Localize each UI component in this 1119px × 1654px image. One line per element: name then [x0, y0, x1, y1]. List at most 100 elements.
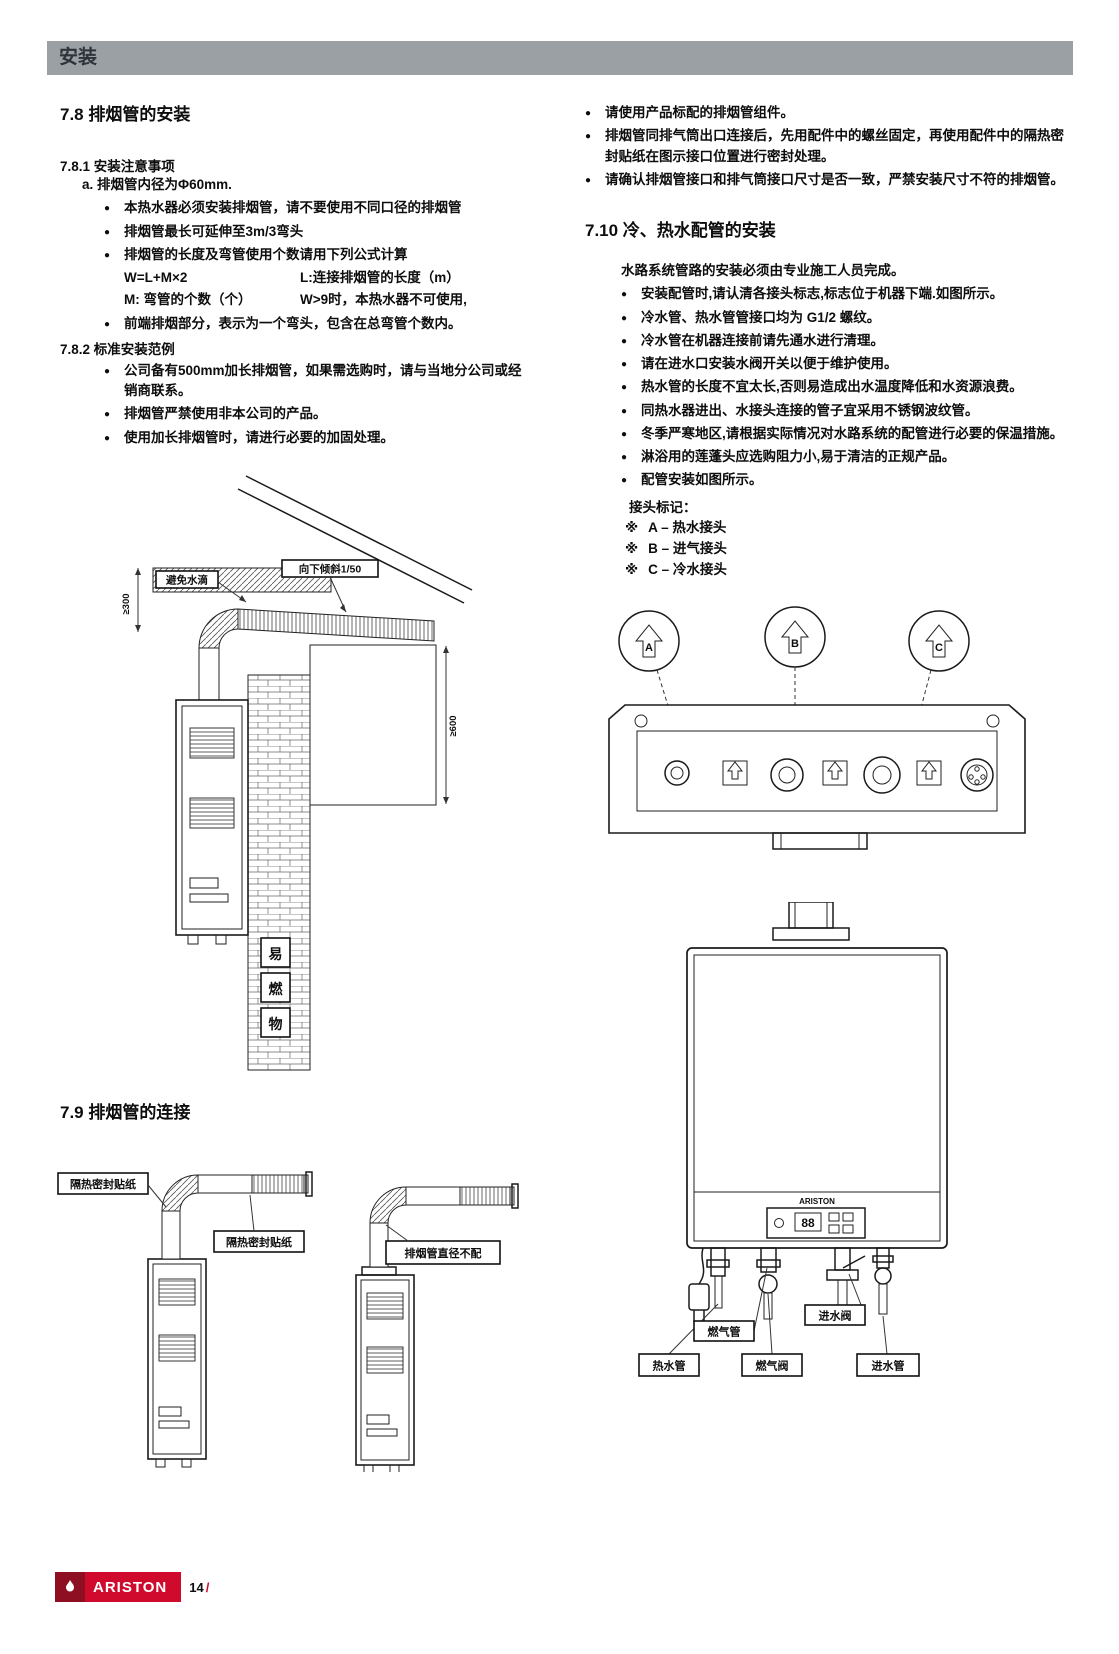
flue-stub: [788, 901, 834, 929]
list-item: ● 淋浴用的莲蓬头应选购阻力小,易于清洁的正规产品。: [585, 447, 1077, 467]
hot-water-fitting: [706, 1247, 730, 1309]
mark-line: ※ B – 进气接头: [585, 539, 1077, 560]
heater-grille: [366, 1346, 404, 1374]
list-item: ● 热水管的长度不宜太长,否则易造成出水温度降低和水资源浪费。: [585, 377, 1077, 397]
left-column: 7.8 排烟管的安装 7.8.1 安装注意事项 a. 排烟管内径为Φ60mm. …: [57, 100, 525, 1472]
heater-grille-2: [189, 797, 235, 829]
inlet-valve-label-box: [804, 1304, 866, 1326]
bullet-icon: ●: [621, 382, 628, 394]
list-item-text: 排烟管同排气筒出口连接后，先用配件中的螺丝固定，再使用配件中的隔热密封贴纸在图示…: [605, 128, 1064, 164]
fitting-center-inner: [778, 766, 796, 784]
vertical-flue: [161, 1210, 181, 1260]
port-c-letter: C: [935, 642, 943, 654]
list-item: ● 安装配管时,请认清各接头标志,标志位于机器下端.如图所示。: [585, 284, 1077, 304]
flue-connection-drawing: 隔热密封贴纸 隔热密封贴纸: [57, 1171, 519, 1472]
list-item-text: 配管安装如图所示。: [641, 472, 763, 488]
bullet-icon: ●: [585, 131, 592, 143]
port-b-letter: B: [791, 638, 799, 650]
section-header-bar: 安装: [47, 41, 1073, 75]
list-item-text: 安装配管时,请认清各接头标志,标志位于机器下端.如图所示。: [641, 286, 1004, 302]
page-number-slash: /: [205, 1579, 210, 1595]
bullet-icon: ●: [104, 365, 111, 377]
fitting-hot-water: [664, 760, 690, 786]
heater-panel: [158, 1420, 190, 1429]
list-item-text: 公司备有500mm加长排烟管，如果需选购时，请与当地分公司或经销商联系。: [124, 362, 522, 398]
flammable-char-2: 燃: [269, 981, 284, 997]
heater-grille-1: [189, 727, 235, 759]
mark-text: A – 热水接头: [648, 520, 727, 536]
heater-stub-2: [215, 934, 227, 945]
bullet-icon: ●: [585, 174, 592, 186]
bullet-icon: ●: [621, 405, 628, 417]
heater-inner: [181, 705, 243, 930]
heater-stub: [363, 1464, 374, 1472]
heater-stub: [181, 1458, 192, 1468]
list-item-text: 前端排烟部分，表示为一个弯头，包含在总弯管个数内。: [124, 315, 462, 331]
list-item: ● 请确认排烟管接口和排气筒接口尺寸是否一致，严禁安装尺寸不符的排烟管。: [585, 170, 1077, 190]
bottom-bracket: [772, 832, 868, 850]
list-item-text: 同热水器进出、水接头连接的管子宜采用不锈钢波纹管。: [641, 402, 979, 418]
heater-front-body: [686, 947, 948, 1249]
page-number: 14: [189, 1579, 204, 1595]
inlet-pipe-label-box: [856, 1353, 920, 1377]
bullet-icon: ●: [104, 318, 111, 330]
inlet-valve-label: 进水阀: [819, 1308, 852, 1322]
drip-label: 避免水滴: [165, 573, 208, 586]
panel-button: [842, 1224, 854, 1234]
marks-title: 接头标记：: [629, 499, 697, 515]
bullet-icon: ●: [621, 289, 628, 301]
seal-label-1: 隔热密封贴纸: [70, 1177, 136, 1191]
bullet-icon: ●: [621, 428, 628, 440]
formula-row-1: W=L+M×2 L:连接排烟管的长度（m）: [60, 268, 525, 288]
bullet-icon: ●: [104, 226, 111, 238]
roof-line-inner: [237, 488, 465, 604]
subitem-a: a. 排烟管内径为Φ60mm.: [82, 177, 232, 192]
seal-label-box-1: [57, 1171, 149, 1195]
flammable-char-1: 易: [269, 946, 283, 962]
list-item-text: 排烟管最长可延伸至3m/3弯头: [124, 223, 304, 239]
fitting-gas: [863, 756, 901, 794]
drip-label-box: [155, 569, 219, 589]
list-item-text: 排烟管的长度及弯管使用个数请用下列公式计算: [124, 246, 408, 262]
list-item-text: 排烟管严禁使用非本公司的产品。: [124, 406, 327, 422]
inlet-valve-fitting: [826, 1247, 866, 1315]
list-item-text: 请确认排烟管接口和排气筒接口尺寸是否一致，严禁安装尺寸不符的排烟管。: [605, 171, 1064, 187]
flammable-box-3: [260, 1006, 291, 1038]
brick-wall: [247, 674, 311, 1071]
list-item: ● 冷水管、热水管管接口均为 G1/2 螺纹。: [585, 308, 1077, 328]
formula-l: L:连接排烟管的长度（m）: [300, 270, 460, 285]
list-item-text: 请使用产品标配的排烟管组件。: [605, 105, 794, 120]
list-item-text: 冷水管、热水管管接口均为 G1/2 螺纹。: [641, 309, 881, 325]
installation-clearance-diagram: ≥300 避免水滴 向下倾斜1/50: [60, 470, 525, 1082]
bullet-icon: ●: [621, 475, 628, 487]
panel-button: [828, 1212, 840, 1222]
flue-elbow: [198, 608, 239, 649]
heater-stub: [389, 1464, 400, 1472]
horizontal-flue: [237, 608, 435, 642]
formula-m: M: 弯管的个数（个）: [124, 292, 252, 308]
bullet-icon: ●: [621, 335, 628, 347]
ref-mark-icon: ※: [625, 561, 639, 577]
list-item: ● 请在进水口安装水阀开关以便于维护使用。: [585, 354, 1077, 374]
list-item: ● 前端排烟部分，表示为一个弯头，包含在总弯管个数内。: [60, 314, 525, 334]
display-digits: 88: [801, 1216, 815, 1230]
list-item: ● 排烟管的长度及弯管使用个数请用下列公式计算: [60, 245, 525, 265]
footer-brand: ARISTON: [93, 1578, 168, 1596]
flame-icon: [66, 1580, 74, 1592]
heater-grille: [158, 1334, 196, 1362]
heading-7-8: 7.8 排烟管的安装: [60, 105, 191, 124]
heater-display: [189, 877, 219, 889]
list-item: ● 排烟管最长可延伸至3m/3弯头: [60, 222, 525, 242]
list-item-text: 热水管的长度不宜太长,否则易造成出水温度降低和水资源浪费。: [641, 379, 1023, 395]
power-button: [774, 1217, 784, 1228]
list-item: ● 排烟管同排气筒出口连接后，先用配件中的螺丝固定，再使用配件中的隔热密封贴纸在…: [585, 126, 1077, 167]
seal-label-box-2: [213, 1229, 305, 1253]
list-item-text: 使用加长排烟管时，请进行必要的加固处理。: [124, 429, 394, 445]
unit-inner-panel: [636, 730, 998, 812]
slope-arrowhead: [340, 603, 346, 612]
formula-row-2: M: 弯管的个数（个） W>9时，本热水器不可使用,: [60, 290, 525, 310]
seal-leader-1: [147, 1184, 167, 1208]
panel-button: [828, 1224, 840, 1234]
dim-right-label: ≥600: [448, 715, 459, 736]
